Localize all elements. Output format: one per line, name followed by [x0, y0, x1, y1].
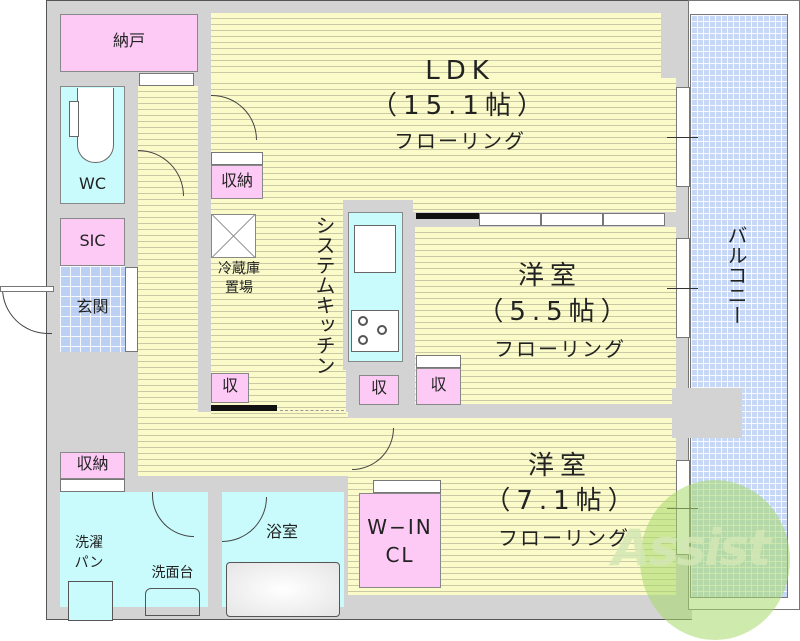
laundry-label-1: 洗濯: [75, 535, 103, 551]
entrance-door: [0, 286, 54, 292]
sink-icon: [354, 225, 396, 273]
watermark-text: Assist: [612, 519, 771, 577]
washbasin-icon: [145, 588, 200, 616]
window-western1-mark: [667, 288, 698, 289]
laundry-label-2: パン: [74, 555, 104, 571]
western2-size: （7.1帖）: [484, 486, 640, 516]
partition-black-2: [211, 405, 277, 411]
nando-door: [139, 73, 194, 86]
western1-floor: フローリング: [494, 337, 626, 361]
fridge-label-1: 冷蔵庫: [218, 261, 260, 277]
toilet-icon: [77, 88, 114, 163]
storage-left-door: [60, 479, 125, 492]
storage-left: [60, 452, 125, 479]
ldk-size: （15.1帖）: [371, 91, 549, 121]
bathtub-icon: [226, 562, 340, 617]
burner-1: [358, 316, 368, 326]
ldk-name: LDK: [425, 56, 495, 86]
fridge-label-2: 置場: [225, 280, 253, 296]
western2-name: 洋室: [527, 451, 592, 481]
laundry-pan-icon: [68, 581, 113, 621]
sliding-track: [280, 410, 344, 411]
western1-name: 洋室: [517, 261, 582, 291]
sliding-door-1: [479, 213, 541, 226]
storage-top-door: [211, 152, 263, 165]
room-sic: [60, 218, 125, 266]
washbasin-label: 洗面台: [151, 565, 194, 581]
storage-shu-3: [416, 368, 461, 405]
entrance-door-arc: [2, 288, 52, 334]
wc-label: WC: [79, 174, 106, 193]
wic-label-2: CL: [385, 543, 415, 567]
hallway-lower: [138, 412, 348, 476]
storage-top-label: 収納: [220, 171, 253, 190]
room-wic: [359, 493, 441, 588]
western1-size: （5.5帖）: [477, 297, 633, 327]
genkan-step: [125, 267, 138, 352]
toilet-tank: [69, 101, 79, 137]
sliding-door-3: [603, 213, 665, 226]
nando-label: 納戸: [112, 31, 145, 50]
window-ldk-mark: [667, 137, 698, 138]
partition-black: [416, 213, 479, 219]
outer-border-bottom: [46, 619, 692, 620]
storage-top: [211, 165, 263, 199]
storage-shu-2: [359, 375, 399, 405]
room-genkan: [60, 266, 125, 352]
shu2-label: 収: [370, 378, 387, 397]
kitchen-label: システムキッチン: [312, 215, 336, 375]
ldk-floor: フローリング: [394, 129, 526, 153]
shu1-label: 収: [221, 376, 238, 395]
pillar: [672, 388, 742, 438]
wic-door: [373, 480, 441, 493]
room-nando: [60, 14, 198, 72]
wic-label-1: W−IN: [367, 515, 433, 539]
storage-shu-1: [211, 373, 249, 403]
western2-floor: フローリング: [498, 526, 630, 550]
bath-label: 浴室: [265, 522, 298, 541]
sliding-door-2: [541, 213, 603, 226]
balcony-label: バルコニー: [724, 225, 748, 325]
storage-left-label: 収納: [76, 454, 109, 473]
shu3-label: 収: [430, 375, 447, 394]
burner-3: [358, 335, 368, 345]
watermark-circle: [640, 480, 790, 640]
burner-2: [377, 325, 387, 335]
sic-label: SIC: [79, 231, 106, 250]
shu3-door: [416, 355, 461, 368]
fridge-space: [211, 214, 256, 258]
genkan-label: 玄関: [76, 297, 109, 316]
stove-icon: [351, 310, 399, 352]
outer-border-top: [46, 0, 692, 1]
